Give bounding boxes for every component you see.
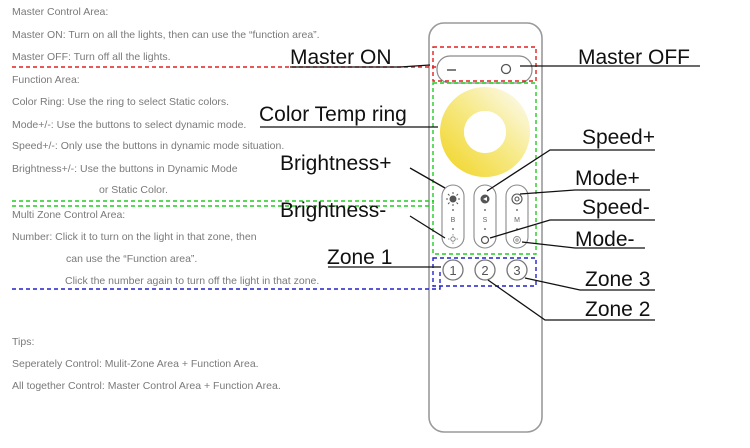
zone-2-button — [474, 259, 496, 281]
speed-description: Speed+/-: Only use the buttons in dynami… — [12, 140, 285, 152]
function-area-header: Function Area: — [12, 74, 80, 86]
zone-3-callout: Zone 3 — [585, 268, 651, 291]
zone-1-callout: Zone 1 — [327, 246, 393, 269]
speed-minus-leader — [489, 219, 655, 239]
mode-plus-callout: Mode+ — [575, 167, 640, 190]
master-on-callout: Master ON — [290, 46, 392, 69]
master-control-box — [432, 46, 537, 82]
color-temp-ring-callout: Color Temp ring — [259, 103, 407, 126]
master-off-description: Master OFF: Turn off all the lights. — [12, 51, 171, 63]
speed-minus-callout: Speed- — [582, 196, 650, 219]
tip-together-control: All together Control: Master Control Are… — [12, 380, 281, 392]
mode-column-letter: M — [514, 217, 520, 224]
number-description-off: Click the number again to turn off the l… — [65, 275, 320, 287]
speed-plus-icon — [480, 194, 490, 204]
zone-3-button — [506, 259, 528, 281]
zone-1-number: 1 — [449, 263, 456, 278]
zone-2-number: 2 — [481, 263, 488, 278]
zone-2-leader — [487, 279, 655, 321]
tip-separate-control: Seperately Control: Mulit-Zone Area + Fu… — [12, 358, 259, 370]
mode-plus-icon — [511, 193, 523, 205]
brightness-plus-leader — [409, 167, 446, 189]
number-description: Number: Click it to turn on the light in… — [12, 231, 257, 243]
brightness-column-letter: B — [451, 217, 456, 224]
zone-1-button — [442, 259, 464, 281]
color-ring-description: Color Ring: Use the ring to select Stati… — [12, 96, 230, 108]
tips-header: Tips: — [12, 336, 35, 348]
function-area-box — [432, 82, 537, 255]
brightness-minus-leader — [409, 215, 446, 239]
master-on-leader — [290, 64, 431, 68]
master-off-callout: Master OFF — [578, 46, 691, 69]
brightness-minus-icon — [448, 234, 458, 244]
zone-area-box — [432, 257, 537, 287]
mode-minus-icon — [513, 236, 521, 244]
zone-area-connector — [12, 270, 441, 290]
brightness-plus-callout: Brightness+ — [280, 152, 392, 175]
mode-button-column — [505, 184, 529, 249]
mode-plus-leader — [519, 189, 650, 195]
speed-column-letter: S — [483, 217, 488, 224]
multizone-area-header: Multi Zone Control Area: — [12, 209, 126, 221]
master-off-icon — [500, 63, 512, 75]
mode-minus-leader — [521, 241, 645, 249]
color-temp-ring-center — [464, 111, 506, 153]
zone-3-number: 3 — [513, 263, 520, 278]
brightness-description-continued: or Static Color. — [99, 184, 168, 196]
speed-plus-callout: Speed+ — [582, 126, 655, 149]
number-description-continued: can use the “Function area”. — [66, 253, 198, 265]
master-on-description: Master ON: Turn on all the lights, then … — [12, 29, 320, 41]
speed-plus-leader — [486, 149, 655, 192]
mode-description: Mode+/-: Use the buttons to select dynam… — [12, 119, 247, 131]
speed-minus-icon — [480, 235, 490, 245]
brightness-description: Brightness+/-: Use the buttons in Dynami… — [12, 163, 238, 175]
brightness-button-column — [441, 184, 465, 249]
color-temp-ring — [440, 87, 530, 177]
callout-leader-lines — [260, 64, 700, 321]
brightness-minus-callout: Brightness- — [280, 199, 387, 222]
brightness-plus-icon — [446, 192, 460, 206]
zone-2-callout: Zone 2 — [585, 298, 651, 321]
mode-minus-callout: Mode- — [575, 228, 635, 251]
zone-3-leader — [524, 277, 655, 291]
master-area-header: Master Control Area: — [12, 6, 109, 18]
speed-button-column — [473, 184, 497, 249]
